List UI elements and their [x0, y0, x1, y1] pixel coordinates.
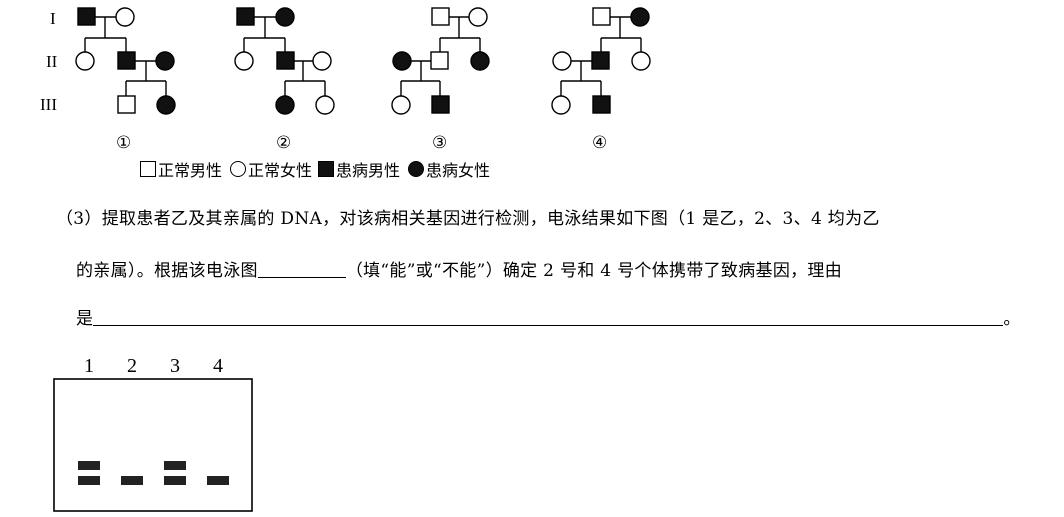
question-line-3: 是。 — [76, 307, 1021, 329]
generation-label-2: II — [46, 52, 58, 71]
question-line-2: 的亲属）。根据该电泳图（填“能”或“不能”）确定 2 号和 4 号个体携带了致病… — [76, 259, 843, 281]
circle-filled-icon — [408, 161, 425, 177]
legend-affected-female: 患病女性 — [406, 157, 490, 181]
gel-frame — [53, 378, 253, 512]
square-outline-icon — [140, 161, 156, 177]
pedigree-number-3: ③ — [432, 133, 447, 153]
generation-label-3: III — [40, 95, 57, 114]
lane-label-3: 3 — [170, 355, 180, 377]
lane-label-2: 2 — [127, 355, 137, 377]
circle-outline-icon — [230, 161, 247, 177]
legend: 正常男性 正常女性 患病男性 患病女性 — [140, 158, 496, 180]
gel-bands — [78, 461, 229, 485]
pedigree-3 — [391, 7, 490, 115]
pedigree-number-2: ② — [276, 133, 291, 153]
electrophoresis-gel: 1 2 3 4 — [53, 355, 253, 512]
pedigree-number-4: ④ — [592, 133, 607, 153]
lane-4-band — [207, 476, 229, 485]
pedigree-charts: I II III — [40, 7, 651, 153]
reason-blank[interactable] — [93, 307, 1004, 326]
pedigree-2 — [234, 7, 335, 115]
lane-1-band-upper — [78, 461, 100, 470]
question-line-1: （3）提取患者乙及其亲属的 DNA，对该病相关基因进行检测，电泳结果如下图（1 … — [56, 209, 880, 229]
pedigree-number-1: ① — [116, 133, 131, 153]
lane-2-band — [121, 476, 143, 485]
lane-label-4: 4 — [213, 355, 223, 377]
square-filled-icon — [318, 161, 335, 177]
lane-1-band-lower — [78, 476, 100, 485]
generation-label-1: I — [50, 9, 56, 28]
pedigree-1 — [75, 7, 176, 115]
lane-3-band-lower — [164, 476, 186, 485]
answer-blank[interactable] — [257, 259, 346, 278]
pedigree-4 — [551, 7, 651, 115]
legend-affected-male: 患病男性 — [318, 157, 400, 181]
legend-normal-male: 正常男性 — [140, 157, 222, 181]
lane-label-1: 1 — [84, 355, 94, 377]
lane-3-band-upper — [164, 461, 186, 470]
legend-normal-female: 正常女性 — [228, 157, 312, 181]
